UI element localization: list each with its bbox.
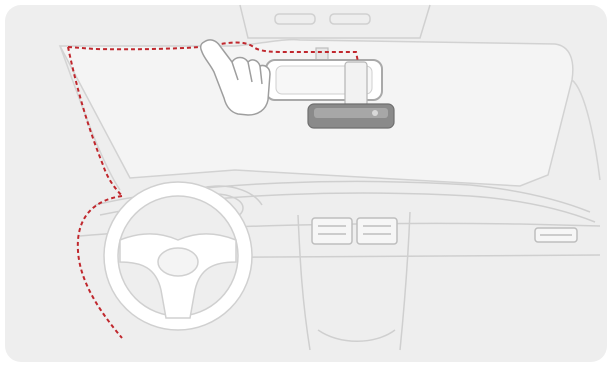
steering-wheel-icon xyxy=(104,182,252,330)
side-air-vent xyxy=(535,228,577,242)
